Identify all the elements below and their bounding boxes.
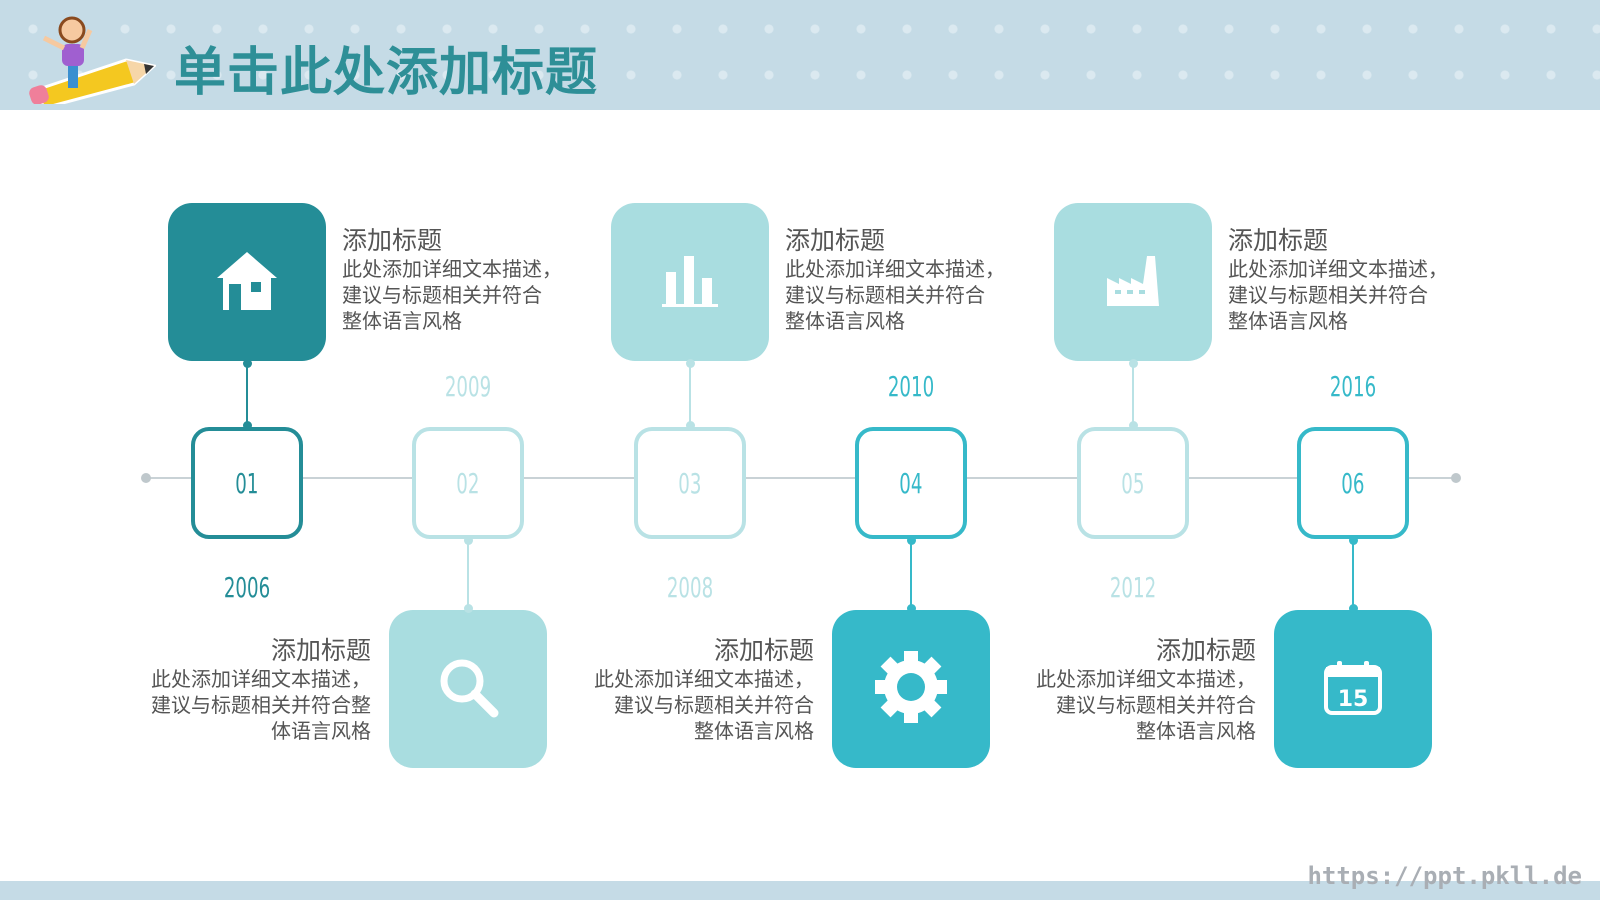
- connector-line: [467, 539, 469, 610]
- connector-dot: [243, 421, 252, 430]
- connector-line: [689, 362, 691, 427]
- step-number-box[interactable]: 05: [1077, 427, 1189, 539]
- connector-dot: [1129, 359, 1138, 368]
- milestone-text: 添加标题此处添加详细文本描述，建议与标题相关并符合整体语言风格: [1016, 636, 1256, 744]
- step-number: 03: [678, 466, 702, 500]
- connector-line: [1352, 539, 1354, 610]
- calendar-day: 15: [1338, 687, 1369, 712]
- milestone-text: 添加标题此处添加详细文本描述，建议与标题相关并符合整体语言风格: [131, 636, 371, 744]
- connector-dot: [243, 359, 252, 368]
- watermark: https://ppt.pkll.de: [1307, 862, 1582, 890]
- milestone-desc-line: 整体语言风格: [342, 309, 462, 333]
- milestone-card-01[interactable]: [168, 203, 326, 361]
- year-label: 2006: [223, 571, 271, 604]
- milestone-desc-line: 此处添加详细文本描述，: [1228, 257, 1448, 281]
- milestone-desc-line: 整体语言风格: [1228, 309, 1348, 333]
- milestone-desc-line: 建议与标题相关并符合: [1228, 283, 1428, 307]
- milestone-title: 添加标题: [270, 636, 371, 665]
- timeline-start-dot: [141, 473, 151, 483]
- gear-icon: [873, 649, 949, 729]
- milestone-desc-line: 此处添加详细文本描述，: [594, 667, 814, 691]
- milestone-desc-line: 体语言风格: [271, 719, 371, 743]
- year-label: 2009: [444, 370, 492, 403]
- milestone-title: 添加标题: [713, 636, 814, 665]
- header-band: [0, 0, 1600, 110]
- connector-line: [1132, 362, 1134, 427]
- bar-chart-icon: [660, 252, 720, 312]
- connector-dot: [907, 536, 916, 545]
- milestone-desc-line: 建议与标题相关并符合: [1056, 693, 1256, 717]
- connector-dot: [1129, 421, 1138, 430]
- milestone-title: 添加标题: [342, 226, 443, 255]
- connector-dot: [686, 359, 695, 368]
- timeline-end-dot: [1451, 473, 1461, 483]
- milestone-desc-line: 此处添加详细文本描述，: [785, 257, 1005, 281]
- milestone-desc-line: 建议与标题相关并符合: [342, 283, 542, 307]
- footer-band: [0, 881, 1600, 900]
- milestone-desc-line: 整体语言风格: [1136, 719, 1256, 743]
- connector-dot: [1349, 604, 1358, 613]
- milestone-desc-line: 建议与标题相关并符合: [785, 283, 985, 307]
- milestone-title: 添加标题: [785, 226, 886, 255]
- connector-dot: [1349, 536, 1358, 545]
- search-icon: [436, 655, 500, 723]
- year-label: 2012: [1109, 571, 1157, 604]
- milestone-card-03[interactable]: [611, 203, 769, 361]
- milestone-desc-line: 整体语言风格: [694, 719, 814, 743]
- milestone-text: 添加标题此处添加详细文本描述，建议与标题相关并符合整体语言风格: [785, 226, 1025, 334]
- milestone-card-05[interactable]: [1054, 203, 1212, 361]
- milestone-desc-line: 建议与标题相关并符合整: [151, 693, 371, 717]
- milestone-card-02[interactable]: [389, 610, 547, 768]
- step-number-box[interactable]: 04: [855, 427, 967, 539]
- timeline-axis: [146, 477, 1456, 479]
- step-number: 05: [1121, 466, 1145, 500]
- step-number: 04: [899, 466, 923, 500]
- milestone-text: 添加标题此处添加详细文本描述，建议与标题相关并符合整体语言风格: [574, 636, 814, 744]
- year-label: 2010: [887, 370, 935, 403]
- step-number: 06: [1341, 466, 1365, 500]
- calendar-icon: 15: [1323, 659, 1383, 719]
- step-number: 01: [235, 466, 259, 500]
- year-label: 2016: [1329, 370, 1377, 403]
- step-number: 02: [456, 466, 480, 500]
- page-title[interactable]: 单击此处添加标题: [174, 43, 599, 103]
- milestone-title: 添加标题: [1228, 226, 1329, 255]
- connector-line: [246, 362, 248, 427]
- milestone-title: 添加标题: [1155, 636, 1256, 665]
- step-number-box[interactable]: 06: [1297, 427, 1409, 539]
- milestone-desc-line: 此处添加详细文本描述，: [1036, 667, 1256, 691]
- step-number-box[interactable]: 01: [191, 427, 303, 539]
- milestone-desc-line: 整体语言风格: [785, 309, 905, 333]
- connector-line: [910, 539, 912, 610]
- factory-icon: [1105, 252, 1161, 312]
- house-icon: [215, 250, 279, 314]
- milestone-card-06[interactable]: 15: [1274, 610, 1432, 768]
- milestone-text: 添加标题此处添加详细文本描述，建议与标题相关并符合整体语言风格: [342, 226, 582, 334]
- milestone-card-04[interactable]: [832, 610, 990, 768]
- milestone-desc-line: 建议与标题相关并符合: [614, 693, 814, 717]
- connector-dot: [907, 604, 916, 613]
- step-number-box[interactable]: 02: [412, 427, 524, 539]
- milestone-desc-line: 此处添加详细文本描述，: [151, 667, 371, 691]
- connector-dot: [686, 421, 695, 430]
- year-label: 2008: [666, 571, 714, 604]
- connector-dot: [464, 604, 473, 613]
- milestone-text: 添加标题此处添加详细文本描述，建议与标题相关并符合整体语言风格: [1228, 226, 1468, 334]
- connector-dot: [464, 536, 473, 545]
- milestone-desc-line: 此处添加详细文本描述，: [342, 257, 562, 281]
- step-number-box[interactable]: 03: [634, 427, 746, 539]
- pencil-mascot-icon: [26, 12, 158, 110]
